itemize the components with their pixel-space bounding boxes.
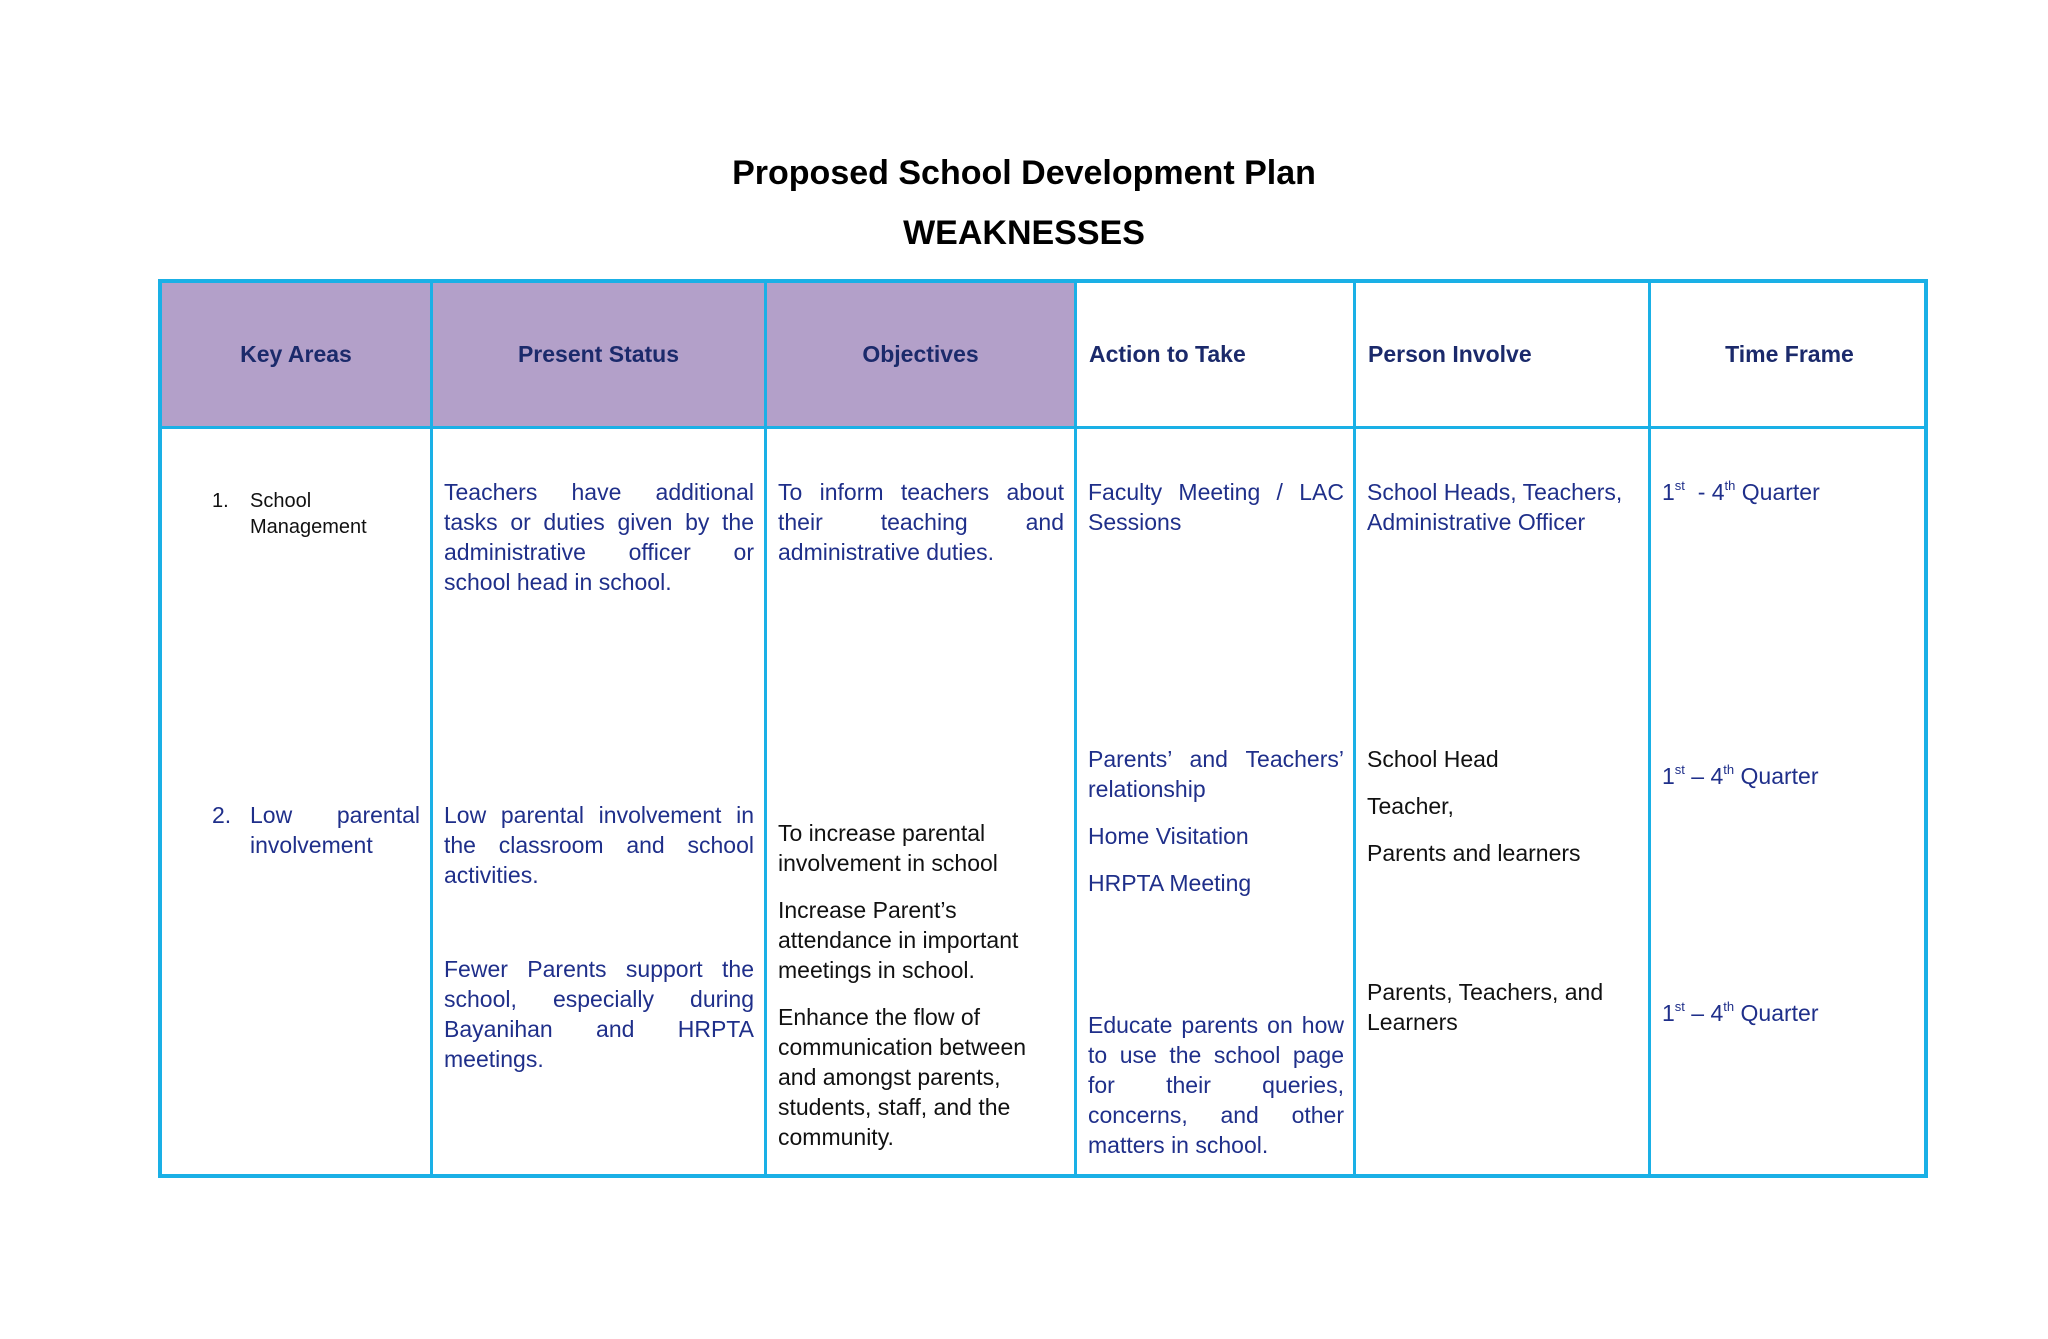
row2-time-frame-b: 1st – 4th Quarter [1662,999,1819,1026]
row2-action-a: Parents’ and Teachers’ relationship [1088,746,1344,802]
row2-objective-b: Increase Parent’s attendance in importan… [778,897,1019,983]
header-action-to-take: Action to Take [1089,341,1246,367]
page-title: Proposed School Development Plan [732,154,1316,192]
row2-number: 2. [212,802,232,828]
row1-number: 1. [212,490,229,512]
row1-person: School Heads, Teachers, Administrative O… [1367,479,1623,535]
row1-time-frame: 1st - 4th Quarter [1662,478,1820,505]
row2-person-d: Parents, Teachers, and Learners [1367,979,1604,1035]
row2-action-b: Home Visitation [1088,823,1249,849]
header-divider [162,426,1924,429]
column-divider [1648,283,1651,1174]
row2-action-d: Educate parents on how to use the school… [1088,1012,1344,1158]
column-divider [1074,283,1077,1174]
page-subtitle: WEAKNESSES [903,214,1145,252]
column-divider [1353,283,1356,1174]
row2-person-b: Teacher, [1367,793,1454,819]
row1-objective: To inform teachers about their teaching … [778,479,1064,565]
row2-key-area: Low parental involvement [250,802,420,858]
row2-time-frame-a: 1st – 4th Quarter [1662,762,1819,789]
row2-person-a: School Head [1367,746,1499,772]
row1-key-area: School Management [250,490,367,538]
row2-action-c: HRPTA Meeting [1088,870,1252,896]
row2-present-status-a: Low parental involvement in the classroo… [444,802,754,888]
development-plan-table: Key Areas Present Status Objectives Acti… [158,279,1928,1178]
header-present-status: Present Status [433,283,764,426]
column-divider [430,283,433,1174]
header-objectives: Objectives [767,283,1074,426]
header-key-areas: Key Areas [162,283,430,426]
row2-objective-c: Enhance the flow of communication betwee… [778,1004,1027,1150]
row2-person-c: Parents and learners [1367,840,1581,866]
row1-present-status: Teachers have additional tasks or duties… [444,479,754,595]
header-person-involve: Person Involve [1368,341,1532,367]
row2-present-status-b: Fewer Parents support the school, especi… [444,956,754,1072]
row1-action: Faculty Meeting / LAC Sessions [1088,479,1344,535]
column-divider [764,283,767,1174]
header-time-frame: Time Frame [1725,341,1854,367]
row2-objective-a: To increase parental involvement in scho… [778,820,998,876]
